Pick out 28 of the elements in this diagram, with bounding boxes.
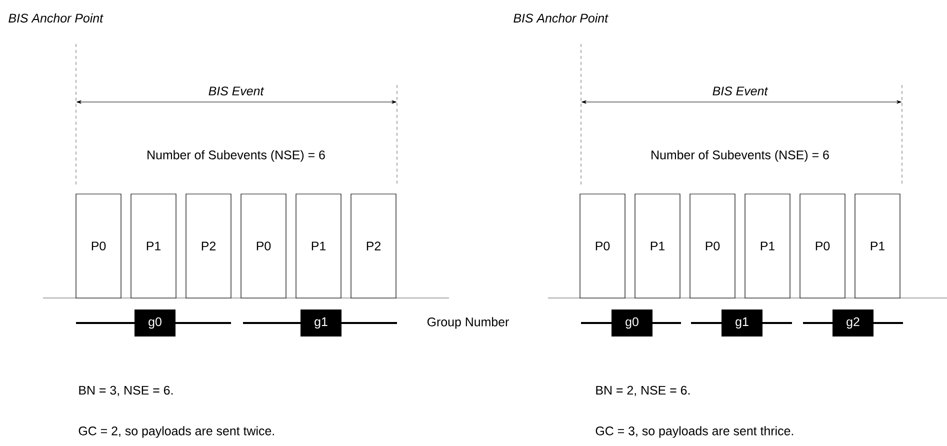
annotation-text: Group Number bbox=[427, 317, 509, 329]
packet-box: P2 bbox=[186, 194, 232, 298]
packet-box: P0 bbox=[800, 194, 846, 298]
annotation-text: GC = 2, so payloads are sent twice. bbox=[78, 426, 274, 438]
group-tag: g0 bbox=[612, 310, 652, 336]
packet-box: P1 bbox=[854, 194, 900, 298]
annotation-text: BIS Event bbox=[208, 86, 264, 96]
packet-box: P1 bbox=[296, 194, 342, 298]
packet-box: P0 bbox=[240, 194, 286, 298]
packet-box: P1 bbox=[634, 194, 680, 298]
packet-box: P1 bbox=[130, 194, 176, 298]
annotation-text: BIS Anchor Point bbox=[8, 13, 104, 23]
packet-box: P0 bbox=[76, 194, 122, 298]
packet-box: P1 bbox=[744, 194, 790, 298]
packet-box: P0 bbox=[690, 194, 736, 298]
annotation-text: Number of Subevents (NSE) = 6 bbox=[652, 150, 829, 162]
packet-box: P0 bbox=[580, 194, 626, 298]
group-tag: g2 bbox=[832, 310, 874, 336]
group-tag: g0 bbox=[134, 310, 176, 336]
group-tag: g1 bbox=[722, 310, 762, 336]
annotation-text: BIS Event bbox=[712, 86, 768, 96]
annotation-text: BIS Anchor Point bbox=[514, 13, 608, 23]
annotation-text: BN = 3, NSE = 6. bbox=[79, 386, 173, 396]
annotation-text: Number of Subevents (NSE) = 6 bbox=[148, 150, 325, 162]
annotation-text: GC = 3, so payloads are sent thrice. bbox=[596, 426, 794, 438]
packet-box: P2 bbox=[350, 194, 396, 298]
group-tag: g1 bbox=[300, 310, 342, 336]
annotation-text: BN = 2, NSE = 6. bbox=[596, 386, 690, 396]
